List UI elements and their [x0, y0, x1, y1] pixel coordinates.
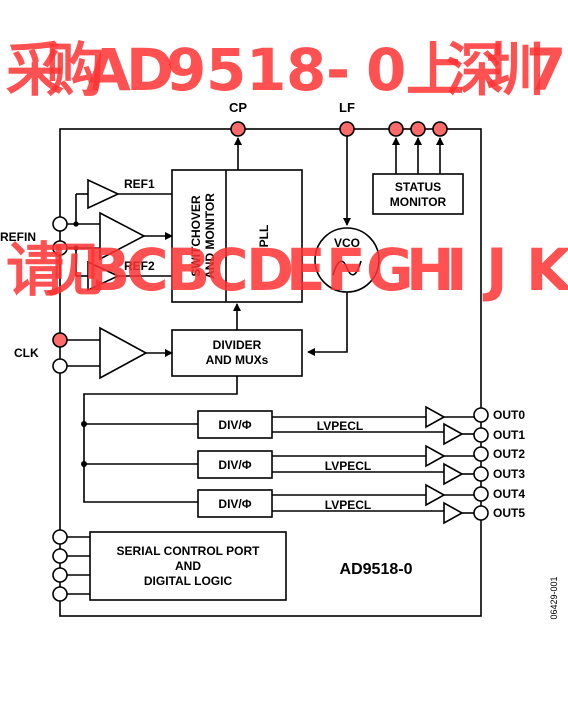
out-buffer-1 — [443, 422, 464, 446]
serial-line3: DIGITAL LOGIC — [144, 574, 233, 588]
watermark-char: C — [206, 236, 249, 304]
switchover-pll-block — [171, 169, 303, 303]
watermark-char: K — [526, 236, 568, 304]
clk-pin-1 — [52, 332, 68, 348]
out5-label: OUT5 — [493, 506, 525, 520]
pll-label: PLL — [257, 225, 271, 248]
watermark-char: 见 — [46, 236, 104, 304]
watermark-char: 购 — [46, 36, 104, 104]
out2-pin — [473, 446, 489, 462]
watermark-char: D — [126, 36, 174, 104]
status-line1: STATUS — [395, 180, 441, 194]
watermark-char: 9 — [166, 36, 206, 104]
divider-line2: AND MUXs — [206, 353, 269, 367]
divider-line1: DIVIDER — [213, 338, 262, 352]
serial-pin-2 — [52, 548, 68, 564]
switchover-line1: SWITCHOVER — [189, 195, 203, 277]
watermark-char: I — [446, 236, 468, 304]
out-buffer-3 — [443, 462, 464, 486]
out2-label: OUT2 — [493, 447, 525, 461]
div-label-2: DIV/Φ — [218, 458, 251, 472]
serial-line2: AND — [175, 559, 201, 573]
div-label-1: DIV/Φ — [218, 418, 251, 432]
watermark-char: 请 — [6, 236, 64, 304]
watermark-char: G — [366, 236, 414, 304]
div-block-3 — [197, 489, 273, 518]
lvpecl-label-3: LVPECL — [325, 498, 371, 512]
watermark-char: C — [126, 236, 169, 304]
out0-pin — [473, 407, 489, 423]
watermark-char: A — [86, 36, 131, 104]
status-pin-2 — [410, 121, 426, 137]
out4-pin — [473, 486, 489, 502]
div-block-2 — [197, 450, 273, 479]
watermark-char: 上 — [406, 36, 464, 104]
serial-pin-1 — [52, 529, 68, 545]
clk-pin-2 — [52, 358, 68, 374]
watermark-char: 7 — [526, 36, 566, 104]
serial-pin-4 — [52, 586, 68, 602]
watermark-char: E — [286, 236, 326, 304]
watermark-char: J — [482, 236, 508, 304]
clk-label: CLK — [14, 346, 39, 360]
refin-pin-1 — [52, 216, 68, 232]
watermark-char: 圳 — [486, 36, 544, 104]
lvpecl-label-2: LVPECL — [325, 459, 371, 473]
out5-pin — [473, 505, 489, 521]
ref-diff-buffer — [99, 211, 146, 261]
out3-pin — [473, 466, 489, 482]
watermark-char: B — [166, 236, 210, 304]
lf-pin — [339, 121, 355, 137]
ref1-buffer — [87, 178, 120, 210]
ref2-label: REF2 — [124, 259, 155, 273]
serial-line1: SERIAL CONTROL PORT — [117, 544, 261, 558]
watermark-char: 采 — [6, 36, 64, 104]
out1-label: OUT1 — [493, 428, 525, 442]
status-line2: MONITOR — [390, 195, 447, 209]
out0-label: OUT0 — [493, 408, 525, 422]
out3-label: OUT3 — [493, 467, 525, 481]
status-monitor-block — [372, 173, 464, 215]
divider-mux-block — [171, 329, 303, 377]
part-number: AD9518-0 — [340, 561, 413, 578]
out-buffer-2 — [425, 444, 446, 468]
lvpecl-label-1: LVPECL — [317, 419, 363, 433]
watermark-char: 深 — [446, 36, 504, 104]
vco-label: VCO — [334, 236, 360, 250]
switchover-line2: AND MONITOR — [203, 193, 217, 279]
watermark-char: H — [406, 236, 455, 304]
figure-id: 06429-001 — [549, 576, 559, 619]
out-buffer-4 — [425, 483, 446, 507]
serial-control-block — [89, 531, 287, 601]
out1-pin — [473, 427, 489, 443]
watermark-char: F — [326, 236, 366, 304]
watermark-char: 0 — [366, 36, 406, 104]
watermark-char: - — [326, 36, 350, 104]
ref1-label: REF1 — [124, 177, 155, 191]
lf-label: LF — [339, 100, 355, 115]
sine-icon — [332, 260, 362, 276]
out4-label: OUT4 — [493, 487, 525, 501]
div-label-3: DIV/Φ — [218, 497, 251, 511]
watermark-char: D — [246, 236, 294, 304]
status-pin-1 — [388, 121, 404, 137]
watermark-char: 5 — [206, 36, 246, 104]
out-buffer-0 — [425, 405, 446, 429]
watermark-char: B — [86, 236, 130, 304]
refin-label: REFIN — [0, 230, 36, 244]
out-buffer-5 — [443, 501, 464, 525]
div-block-1 — [197, 410, 273, 439]
cp-pin — [230, 121, 246, 137]
watermark-char: 1 — [246, 36, 286, 104]
cp-label: CP — [229, 100, 247, 115]
status-pin-3 — [432, 121, 448, 137]
watermark-char: 8 — [286, 36, 326, 104]
serial-pin-3 — [52, 567, 68, 583]
clk-buffer — [99, 326, 148, 380]
